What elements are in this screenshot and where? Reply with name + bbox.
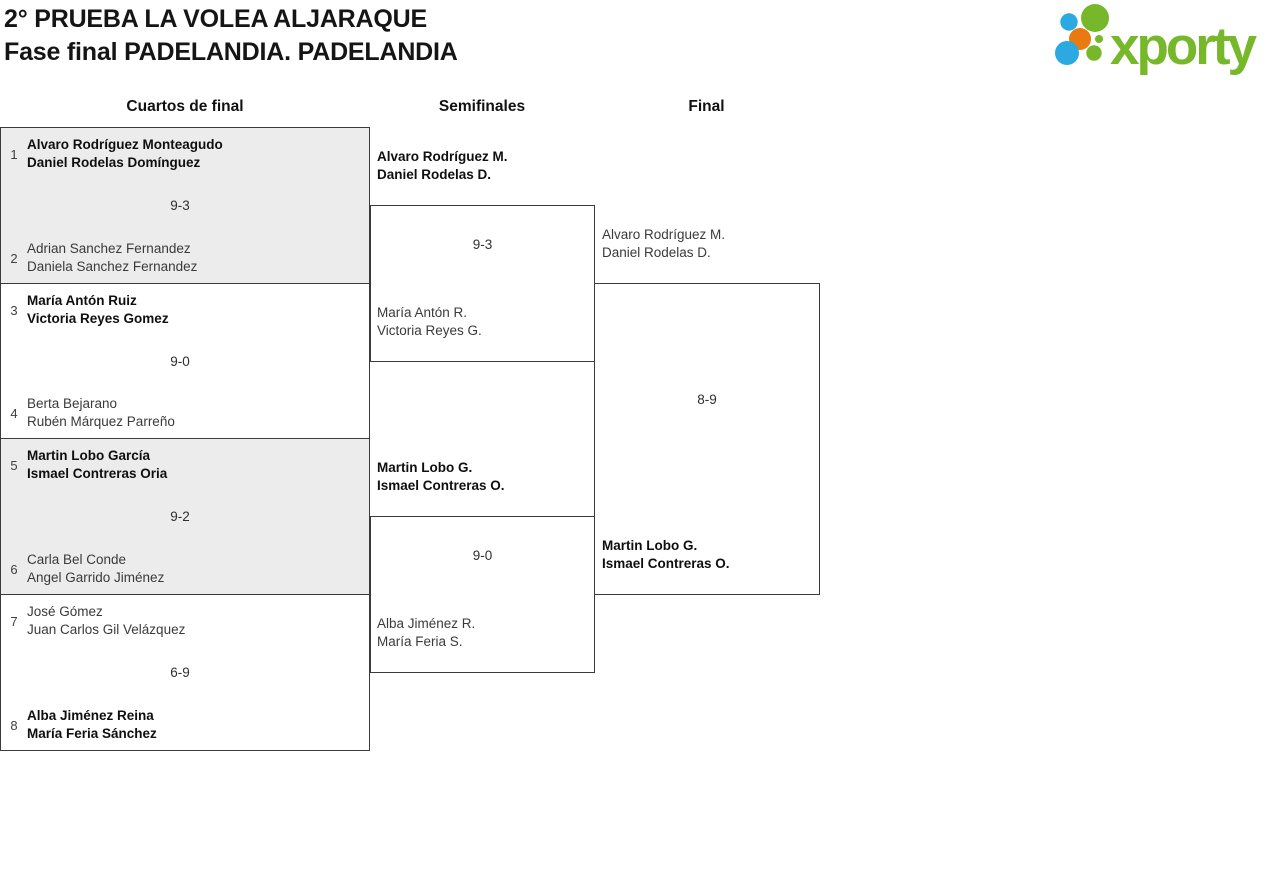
player-name: Victoria Reyes G. <box>377 323 482 338</box>
team-names: José Gómez Juan Carlos Gil Velázquez <box>27 603 185 639</box>
player-name: Victoria Reyes Gomez <box>27 311 169 326</box>
match-bottom-slot: 4 Berta Bejarano Rubén Márquez Parreño <box>1 395 359 431</box>
player-name: Ismael Contreras O. <box>377 478 505 493</box>
team-names: Martin Lobo García Ismael Contreras Oria <box>27 447 167 483</box>
player-name: Rubén Márquez Parreño <box>27 414 175 429</box>
match-score: 8-9 <box>697 392 717 407</box>
player-name: Martin Lobo G. <box>377 460 473 475</box>
match-quarterfinal-3[interactable]: 5 Martin Lobo García Ismael Contreras Or… <box>0 438 370 595</box>
player-name: Alba Jiménez Reina <box>27 708 154 723</box>
seed-number: 7 <box>10 613 18 629</box>
player-name: Juan Carlos Gil Velázquez <box>27 622 186 637</box>
seed-number: 5 <box>10 457 18 473</box>
team-names: Berta Bejarano Rubén Márquez Parreño <box>27 395 175 431</box>
match-quarterfinal-2[interactable]: 3 María Antón Ruiz Victoria Reyes Gomez … <box>0 283 370 439</box>
match-top-slot: 1 Alvaro Rodríguez Monteagudo Daniel Rod… <box>1 136 359 172</box>
match-top-slot: 3 María Antón Ruiz Victoria Reyes Gomez <box>1 292 359 328</box>
seed-number: 4 <box>10 405 18 421</box>
player-name: María Antón Ruiz <box>27 293 137 308</box>
player-name: Ismael Contreras Oria <box>27 466 168 481</box>
match-quarterfinal-1[interactable]: 1 Alvaro Rodríguez Monteagudo Daniel Rod… <box>0 127 370 284</box>
match-score: 9-3 <box>472 237 493 252</box>
player-name: Martin Lobo G. <box>602 538 698 553</box>
team-names: Alba Jiménez R. María Feria S. <box>377 615 475 651</box>
player-name: Carla Bel Conde <box>27 552 127 567</box>
team-names: Alvaro Rodríguez M. Daniel Rodelas D. <box>377 148 508 184</box>
seed-number: 8 <box>10 717 18 733</box>
seed-number: 6 <box>10 561 18 577</box>
match-quarterfinal-4[interactable]: 7 José Gómez Juan Carlos Gil Velázquez 6… <box>0 594 370 751</box>
team-names: Carla Bel Conde Angel Garrido Jiménez <box>27 551 164 587</box>
player-name: Adrian Sanchez Fernandez <box>27 241 191 256</box>
xporty-logo-text: xporty <box>1110 17 1257 76</box>
team-names: Alvaro Rodríguez M. Daniel Rodelas D. <box>602 226 725 262</box>
seed-number: 2 <box>10 250 18 266</box>
column-header-final: Final <box>688 98 725 115</box>
match-bottom-slot: 8 Alba Jiménez Reina María Feria Sánchez <box>1 707 359 743</box>
seed-number: 1 <box>10 146 18 162</box>
player-name: Alvaro Rodríguez Monteagudo <box>27 137 223 152</box>
player-name: María Feria Sánchez <box>27 726 157 741</box>
xporty-logo[interactable]: xporty <box>1048 0 1278 76</box>
player-name: Daniel Rodelas D. <box>602 245 711 260</box>
team-names: María Antón Ruiz Victoria Reyes Gomez <box>27 292 169 328</box>
player-name: Alba Jiménez R. <box>377 616 476 631</box>
match-top-slot: 7 José Gómez Juan Carlos Gil Velázquez <box>1 603 359 639</box>
player-name: Ismael Contreras O. <box>602 556 730 571</box>
player-name: Berta Bejarano <box>27 396 118 411</box>
team-names: Alba Jiménez Reina María Feria Sánchez <box>27 707 157 743</box>
column-header-semifinales: Semifinales <box>438 98 526 115</box>
match-bottom-slot: 6 Carla Bel Conde Angel Garrido Jiménez <box>1 551 359 587</box>
match-bottom-slot: 2 Adrian Sanchez Fernandez Daniela Sanch… <box>1 240 359 276</box>
player-name: Alvaro Rodríguez M. <box>377 149 508 164</box>
tournament-name: 2° PRUEBA LA VOLEA ALJARAQUE <box>4 5 427 33</box>
match-score: 9-0 <box>170 353 190 369</box>
player-name: José Gómez <box>27 604 103 619</box>
seed-number: 3 <box>10 302 18 318</box>
team-names: Martin Lobo G. Ismael Contreras O. <box>377 459 505 495</box>
player-name: María Feria S. <box>377 634 463 649</box>
team-names: Adrian Sanchez Fernandez Daniela Sanchez… <box>27 240 197 276</box>
match-score: 9-3 <box>170 198 190 213</box>
xporty-dots-icon <box>1055 4 1109 65</box>
player-name: Daniel Rodelas D. <box>377 167 492 182</box>
player-name: Angel Garrido Jiménez <box>27 570 165 585</box>
match-score: 9-0 <box>472 548 493 563</box>
player-name: María Antón R. <box>377 305 468 320</box>
match-score: 6-9 <box>170 665 190 680</box>
match-score: 9-2 <box>170 509 190 524</box>
page-title: 2° PRUEBA LA VOLEA ALJARAQUE Fase final … <box>4 3 458 69</box>
player-name: Alvaro Rodríguez M. <box>602 227 726 242</box>
column-header-cuartos: Cuartos de final <box>126 98 244 115</box>
player-name: Martin Lobo García <box>27 448 151 463</box>
team-names: María Antón R. Victoria Reyes G. <box>377 304 482 340</box>
team-names: Alvaro Rodríguez Monteagudo Daniel Rodel… <box>27 136 223 172</box>
match-top-slot: 5 Martin Lobo García Ismael Contreras Or… <box>1 447 359 483</box>
tournament-phase: Fase final PADELANDIA. PADELANDIA <box>4 38 458 66</box>
team-names: Martin Lobo G. Ismael Contreras O. <box>602 537 730 573</box>
player-name: Daniela Sanchez Fernandez <box>27 259 198 274</box>
player-name: Daniel Rodelas Domínguez <box>27 155 201 170</box>
match-final[interactable] <box>594 283 820 595</box>
